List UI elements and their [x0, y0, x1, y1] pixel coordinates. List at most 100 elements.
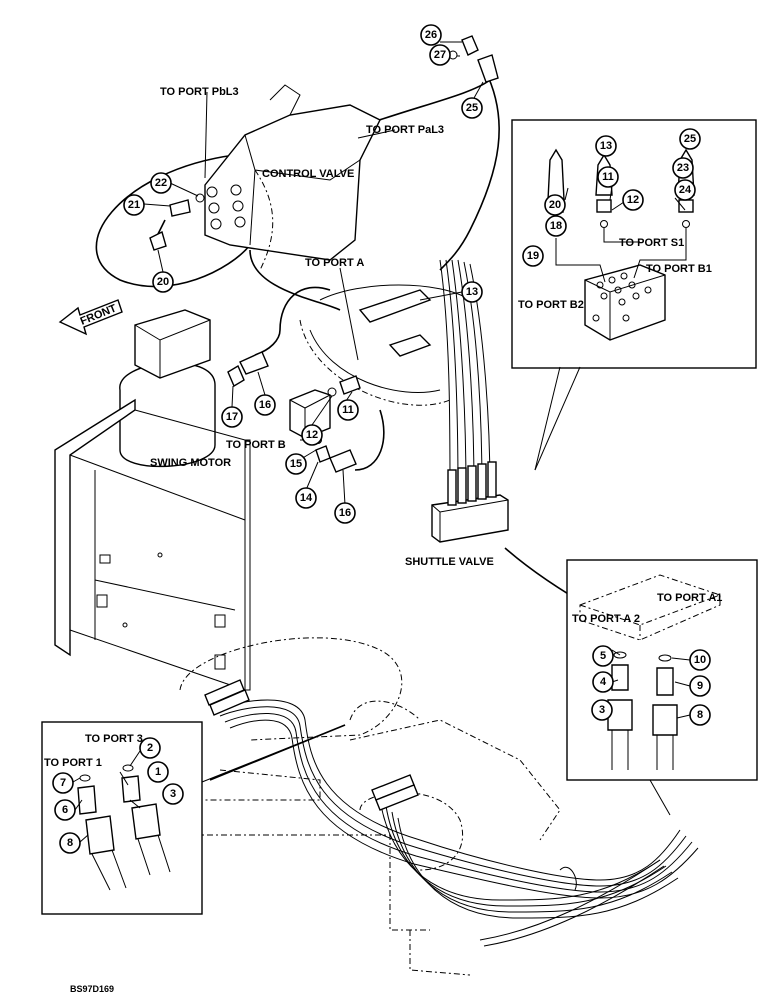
- svg-text:25: 25: [684, 133, 696, 145]
- inset-callout-3-left: 3: [162, 783, 184, 805]
- inset-callout-5: 5: [592, 645, 614, 667]
- callout-21: 21: [123, 194, 145, 216]
- callout-15: 15: [285, 453, 307, 475]
- inset-callout-9: 9: [689, 675, 711, 697]
- fitting-25: [477, 54, 499, 83]
- inset-callout-25: 25: [679, 128, 701, 150]
- svg-text:8: 8: [697, 709, 703, 721]
- svg-text:7: 7: [60, 777, 66, 789]
- svg-text:25: 25: [466, 102, 478, 114]
- label-to-port-b: TO PORT B: [226, 439, 286, 451]
- label-to-port-a1: TO PORT A1: [657, 592, 722, 604]
- inset-callout-3: 3: [591, 699, 613, 721]
- swing-motor: [119, 309, 216, 468]
- svg-text:9: 9: [697, 680, 703, 692]
- svg-text:12: 12: [627, 194, 639, 206]
- svg-text:18: 18: [550, 220, 562, 232]
- inset-callout-7: 7: [52, 772, 74, 794]
- inset-callout-10: 10: [689, 649, 711, 671]
- svg-text:16: 16: [259, 399, 271, 411]
- svg-text:20: 20: [549, 199, 561, 211]
- svg-text:16: 16: [339, 507, 351, 519]
- inset-callout-18: 18: [545, 215, 567, 237]
- inset-callout-2: 2: [139, 737, 161, 759]
- callout-27: 27: [429, 44, 451, 66]
- drawing-code: BS97D169: [70, 984, 114, 994]
- front-arrow: FRONT: [58, 299, 123, 336]
- label-to-port-s1: TO PORT S1: [619, 237, 684, 249]
- svg-text:19: 19: [527, 250, 539, 262]
- callout-25: 25: [461, 97, 483, 119]
- svg-text:26: 26: [425, 29, 437, 41]
- callout-13: 13: [461, 281, 483, 303]
- text-labels: TO PORT PbL3 TO PORT PaL3 CONTROL VALVE …: [44, 86, 722, 994]
- svg-text:17: 17: [226, 411, 238, 423]
- callout-11: 11: [337, 399, 359, 421]
- svg-text:12: 12: [306, 429, 318, 441]
- hose-25: [439, 69, 500, 271]
- svg-text:27: 27: [434, 49, 446, 61]
- callouts: 26 27 25 22 21 20 13 17 16 11 12 15 14 1…: [52, 24, 711, 854]
- port-b-block: [289, 389, 357, 473]
- callout-12: 12: [301, 424, 323, 446]
- inset-callout-8-left: 8: [59, 832, 81, 854]
- callout-16-lower: 16: [334, 502, 356, 524]
- svg-text:6: 6: [62, 804, 68, 816]
- inset-ports-a: [566, 559, 758, 816]
- svg-text:13: 13: [600, 140, 612, 152]
- svg-text:13: 13: [466, 286, 478, 298]
- svg-text:4: 4: [600, 676, 607, 688]
- inset-callout-24: 24: [674, 179, 696, 201]
- callout-16-upper: 16: [254, 394, 276, 416]
- control-valve-assembly: [95, 79, 491, 288]
- callout-17: 17: [221, 406, 243, 428]
- inset-callout-20: 20: [544, 194, 566, 216]
- label-to-port-a2: TO PORT A 2: [572, 613, 640, 625]
- inset-callout-19: 19: [522, 245, 544, 267]
- callout-26: 26: [420, 24, 442, 46]
- frame-panel: [54, 398, 251, 691]
- svg-text:11: 11: [602, 171, 614, 183]
- label-to-port-1: TO PORT 1: [44, 757, 102, 769]
- shuttle-valve: [431, 461, 509, 543]
- callout-20: 20: [152, 271, 174, 293]
- label-to-port-pbl3: TO PORT PbL3: [160, 86, 239, 98]
- inset-shuttle-valve-ports: [511, 119, 757, 471]
- inset-callout-12: 12: [622, 189, 644, 211]
- inset-callout-8: 8: [689, 704, 711, 726]
- svg-text:14: 14: [300, 492, 313, 504]
- svg-text:23: 23: [677, 162, 689, 174]
- inset-callout-13: 13: [595, 135, 617, 157]
- inset-callout-6: 6: [54, 799, 76, 821]
- label-to-port-pal3: TO PORT PaL3: [366, 124, 444, 136]
- manifold-hoses: [227, 249, 491, 491]
- front-label: FRONT: [79, 302, 119, 327]
- inset-callout-4: 4: [592, 671, 614, 693]
- svg-text:10: 10: [694, 654, 706, 666]
- svg-text:3: 3: [599, 704, 605, 716]
- label-shuttle-valve: SHUTTLE VALVE: [405, 556, 494, 568]
- label-to-port-b1: TO PORT B1: [646, 263, 712, 275]
- inset-callout-23: 23: [672, 157, 694, 179]
- svg-text:1: 1: [155, 766, 161, 778]
- lower-fittings: [204, 679, 577, 891]
- inset-callout-11: 11: [597, 166, 619, 188]
- label-to-port-a: TO PORT A: [305, 257, 364, 269]
- svg-text:24: 24: [679, 184, 692, 196]
- svg-text:20: 20: [157, 276, 169, 288]
- callout-14: 14: [295, 487, 317, 509]
- svg-text:22: 22: [155, 177, 167, 189]
- lower-hose-bundle: [214, 699, 699, 947]
- label-to-port-3: TO PORT 3: [85, 733, 143, 745]
- svg-text:3: 3: [170, 788, 176, 800]
- svg-text:11: 11: [342, 404, 354, 416]
- svg-text:2: 2: [147, 742, 153, 754]
- callout-22: 22: [150, 172, 172, 194]
- label-swing-motor: SWING MOTOR: [150, 457, 231, 469]
- label-control-valve: CONTROL VALVE: [262, 168, 354, 180]
- svg-text:8: 8: [67, 837, 73, 849]
- elbow-26: [461, 35, 479, 56]
- svg-text:21: 21: [128, 199, 140, 211]
- label-to-port-b2: TO PORT B2: [518, 299, 584, 311]
